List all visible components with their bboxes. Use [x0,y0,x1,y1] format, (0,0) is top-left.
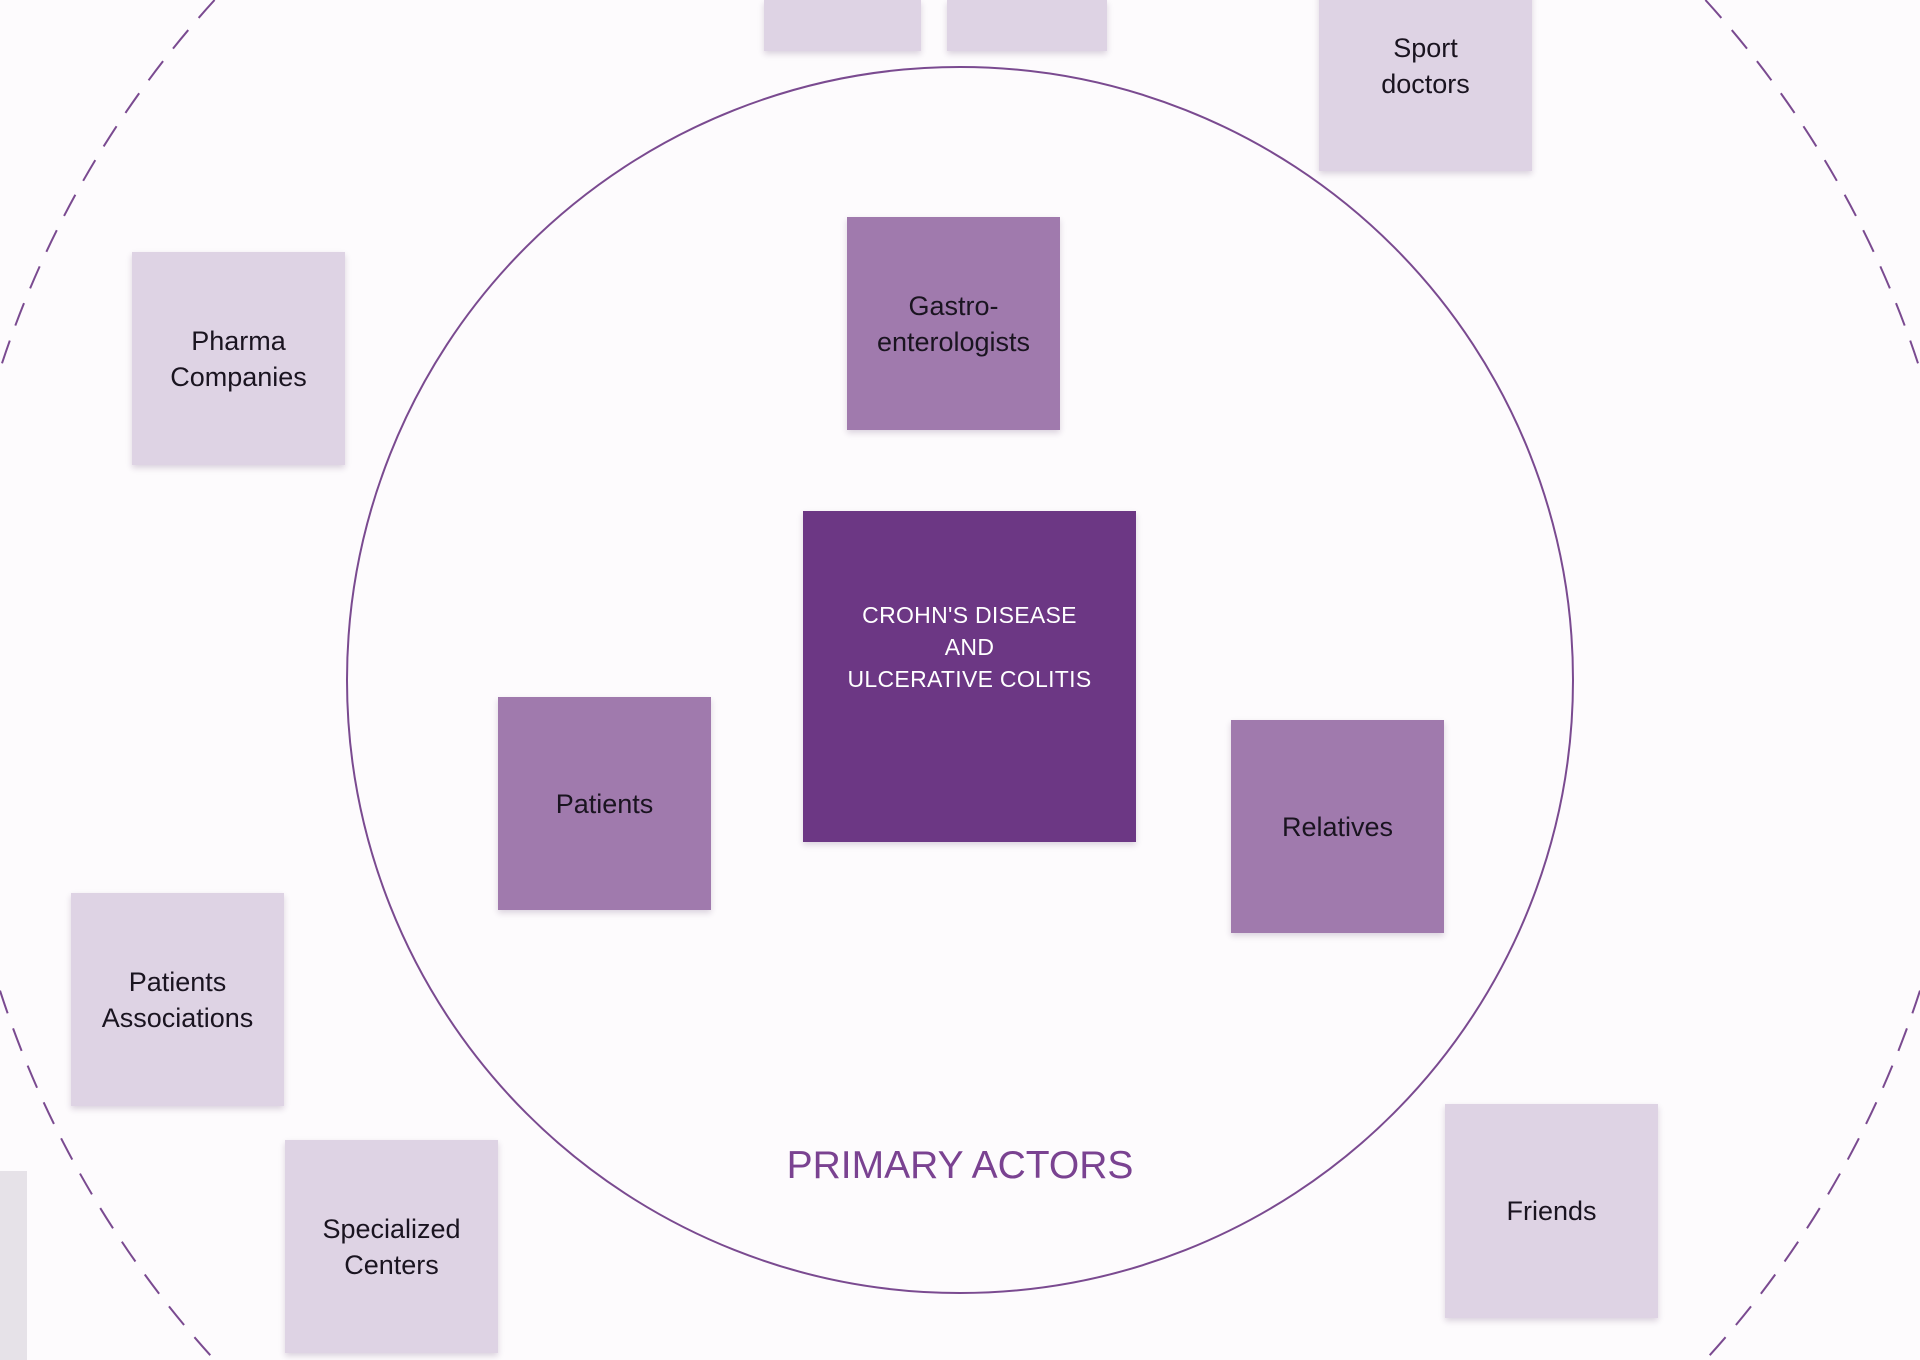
outer-ring-arc-top-right [1704,0,1920,370]
sticky-patients-associations[interactable]: Patients Associations [71,893,284,1106]
sticky-specialized-centers[interactable]: Specialized Centers [285,1140,498,1353]
outer-ring-arc-top-left [0,0,216,370]
outer-ring-arc-bottom-left [0,990,216,1360]
primary-actors-ring [346,66,1574,1294]
center-topic-card[interactable]: CROHN'S DISEASE AND ULCERATIVE COLITIS [803,511,1136,842]
partial-sticky-note-2[interactable] [947,0,1107,51]
sticky-patients[interactable]: Patients [498,697,711,910]
sticky-pharma-companies[interactable]: Pharma Companies [132,252,345,465]
ring-label: PRIMARY ACTORS [786,1144,1134,1187]
partial-sticky-note-1[interactable] [764,0,921,51]
sticky-friends[interactable]: Friends [1445,1104,1658,1318]
sticky-sport-doctors[interactable]: Sport doctors [1319,0,1532,171]
outer-ring-arc-bottom-right [1704,990,1920,1360]
sticky-relatives[interactable]: Relatives [1231,720,1444,933]
sticky-gastroenterologists[interactable]: Gastro- enterologists [847,217,1060,430]
offscreen-element [0,1171,27,1360]
